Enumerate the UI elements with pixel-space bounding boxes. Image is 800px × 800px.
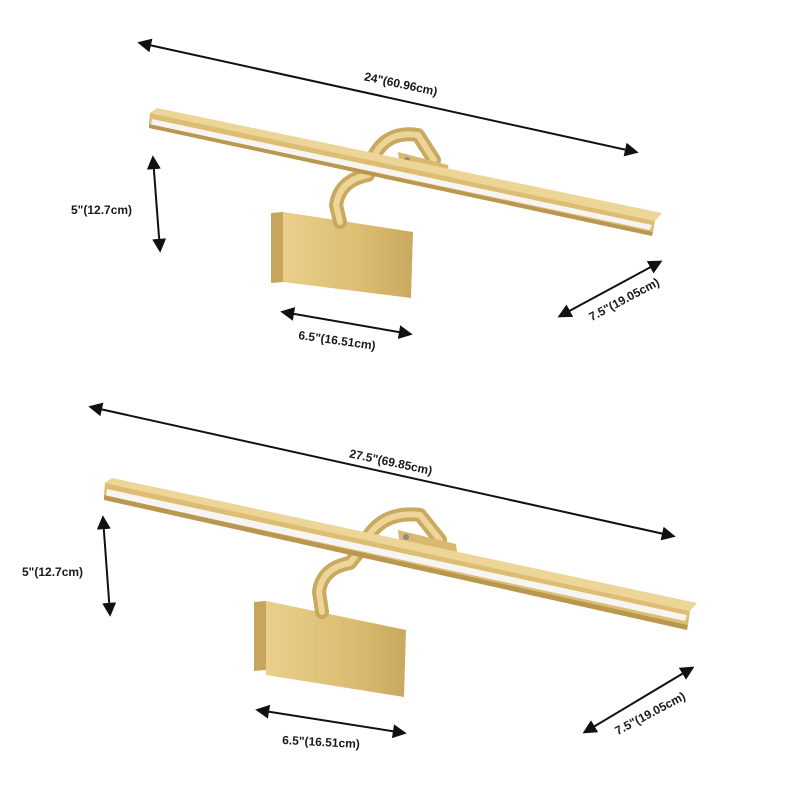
lamp-2-height-label: 5"(12.7cm) <box>22 565 83 579</box>
lamp-1-depth-arrow <box>557 260 663 318</box>
lamp-2-height-arrow <box>96 515 117 617</box>
lamp-1-base-arrow <box>280 307 413 339</box>
lamp-2-depth-arrow <box>582 666 695 734</box>
lamp-1-width-arrow <box>137 38 639 157</box>
lamp-1-height-label: 5"(12.7cm) <box>71 203 132 217</box>
lamp-2-base-arrow <box>255 704 407 739</box>
lamp-2-light-bar <box>104 478 697 630</box>
lamp-1 <box>149 108 662 298</box>
lamp-1-wall-plate <box>271 212 413 298</box>
lamp-2 <box>104 478 697 697</box>
lamp-2-base-label: 6.5"(16.51cm) <box>282 733 360 751</box>
lamp-1-light-bar <box>149 108 662 236</box>
lamp-1-base-label: 6.5"(16.51cm) <box>298 328 377 353</box>
lamp-2-depth-label: 7.5"(19.05cm) <box>613 689 688 738</box>
lamp-1-height-arrow <box>146 155 167 253</box>
lamp-2-width-arrow <box>88 402 676 541</box>
lamp-2-wall-plate <box>254 601 406 697</box>
